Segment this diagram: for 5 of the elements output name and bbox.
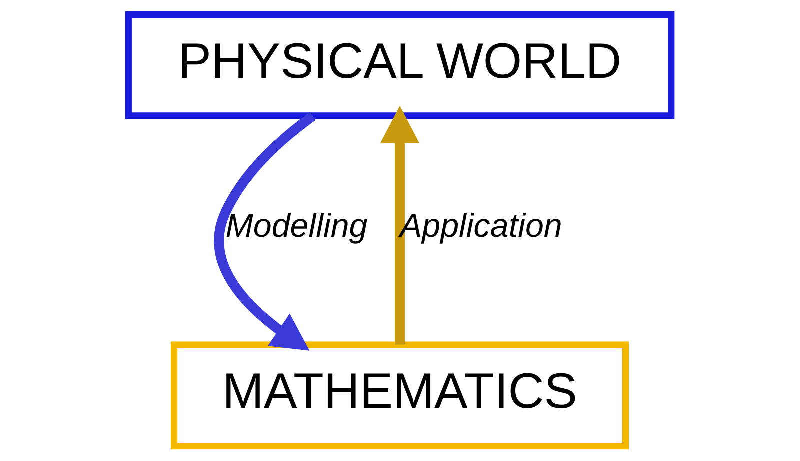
edge-label: Modelling (226, 208, 368, 246)
arrow (380, 106, 420, 345)
arrow (214, 112, 316, 351)
node-box: MATHEMATICS (170, 342, 630, 450)
node-box: PHYSICAL WORLD (125, 11, 675, 120)
